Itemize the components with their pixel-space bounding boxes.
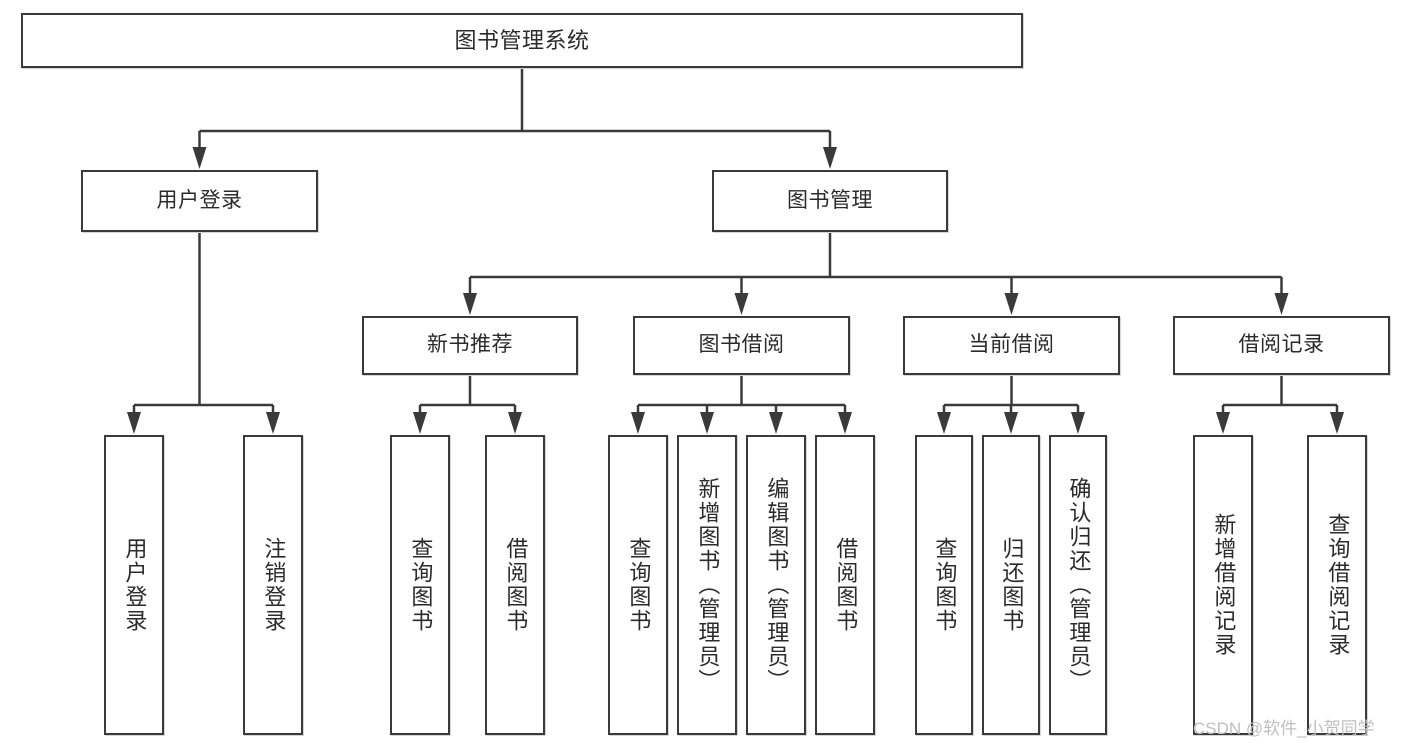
node-leaf-query-book-1[interactable]: 查询图书: [390, 435, 450, 735]
arrowhead: [1274, 293, 1289, 315]
arrowhead: [700, 412, 714, 434]
node-label: 新增图书（管理员）: [695, 477, 721, 693]
node-label: 查询图书: [932, 537, 958, 633]
node-label: 注销登录: [261, 537, 287, 633]
node-label: 查询借阅记录: [1325, 513, 1351, 657]
arrowhead: [937, 412, 951, 434]
node-label: 图书管理: [787, 188, 873, 212]
node-new-book-rec[interactable]: 新书推荐: [362, 316, 578, 375]
arrowhead: [463, 293, 477, 315]
arrowhead: [1004, 412, 1018, 434]
node-label: 用户登录: [156, 188, 243, 212]
node-leaf-confirm-return[interactable]: 确认归还（管理员）: [1049, 435, 1107, 735]
arrowhead: [631, 412, 645, 434]
node-leaf-add-book[interactable]: 新增图书（管理员）: [677, 435, 737, 735]
arrowhead: [769, 412, 783, 434]
node-leaf-borrow-book-2[interactable]: 借阅图书: [815, 435, 875, 735]
node-leaf-edit-book[interactable]: 编辑图书（管理员）: [746, 435, 806, 735]
arrowhead: [413, 412, 427, 434]
node-book-manage[interactable]: 图书管理: [712, 170, 948, 232]
arrowhead: [1330, 412, 1344, 434]
node-root[interactable]: 图书管理系统: [21, 13, 1023, 68]
node-current-borrow[interactable]: 当前借阅: [903, 316, 1120, 375]
node-label: 归还图书: [999, 537, 1025, 633]
node-label: 新增借阅记录: [1211, 513, 1237, 657]
arrowhead: [1216, 412, 1230, 434]
node-user-login[interactable]: 用户登录: [81, 170, 318, 232]
arrowhead: [734, 293, 749, 315]
node-leaf-user-logout[interactable]: 注销登录: [243, 435, 303, 735]
node-label: 查询图书: [626, 537, 652, 633]
node-leaf-query-book-2[interactable]: 查询图书: [608, 435, 668, 735]
node-book-borrow[interactable]: 图书借阅: [633, 316, 850, 375]
node-label: 借阅图书: [833, 537, 859, 633]
node-leaf-user-login[interactable]: 用户登录: [104, 435, 164, 735]
node-leaf-return-book[interactable]: 归还图书: [982, 435, 1040, 735]
arrowhead: [127, 412, 141, 434]
arrowhead: [823, 147, 837, 169]
node-label: 查询图书: [408, 537, 434, 633]
arrowhead: [508, 412, 522, 434]
arrowhead: [1071, 412, 1085, 434]
node-label: 借阅记录: [1238, 333, 1325, 357]
node-label: 当前借阅: [968, 333, 1055, 357]
arrowhead: [192, 147, 207, 169]
node-leaf-borrow-book-1[interactable]: 借阅图书: [485, 435, 545, 735]
node-leaf-query-book-3[interactable]: 查询图书: [915, 435, 973, 735]
arrowhead: [838, 412, 852, 434]
node-label: 用户登录: [122, 537, 148, 633]
node-label: 借阅图书: [503, 537, 529, 633]
node-leaf-add-record[interactable]: 新增借阅记录: [1193, 435, 1253, 735]
node-borrow-record[interactable]: 借阅记录: [1173, 316, 1390, 375]
csdn-watermark: CSDN @软件_小贺同学: [1193, 719, 1375, 738]
arrowhead: [1004, 293, 1019, 315]
node-label: 图书管理系统: [454, 27, 590, 53]
node-label: 图书借阅: [698, 333, 785, 357]
node-label: 编辑图书（管理员）: [764, 477, 790, 693]
arrowhead: [266, 412, 280, 434]
node-label: 新书推荐: [427, 333, 513, 357]
node-label: 确认归还（管理员）: [1066, 477, 1092, 693]
node-leaf-query-record[interactable]: 查询借阅记录: [1307, 435, 1367, 735]
